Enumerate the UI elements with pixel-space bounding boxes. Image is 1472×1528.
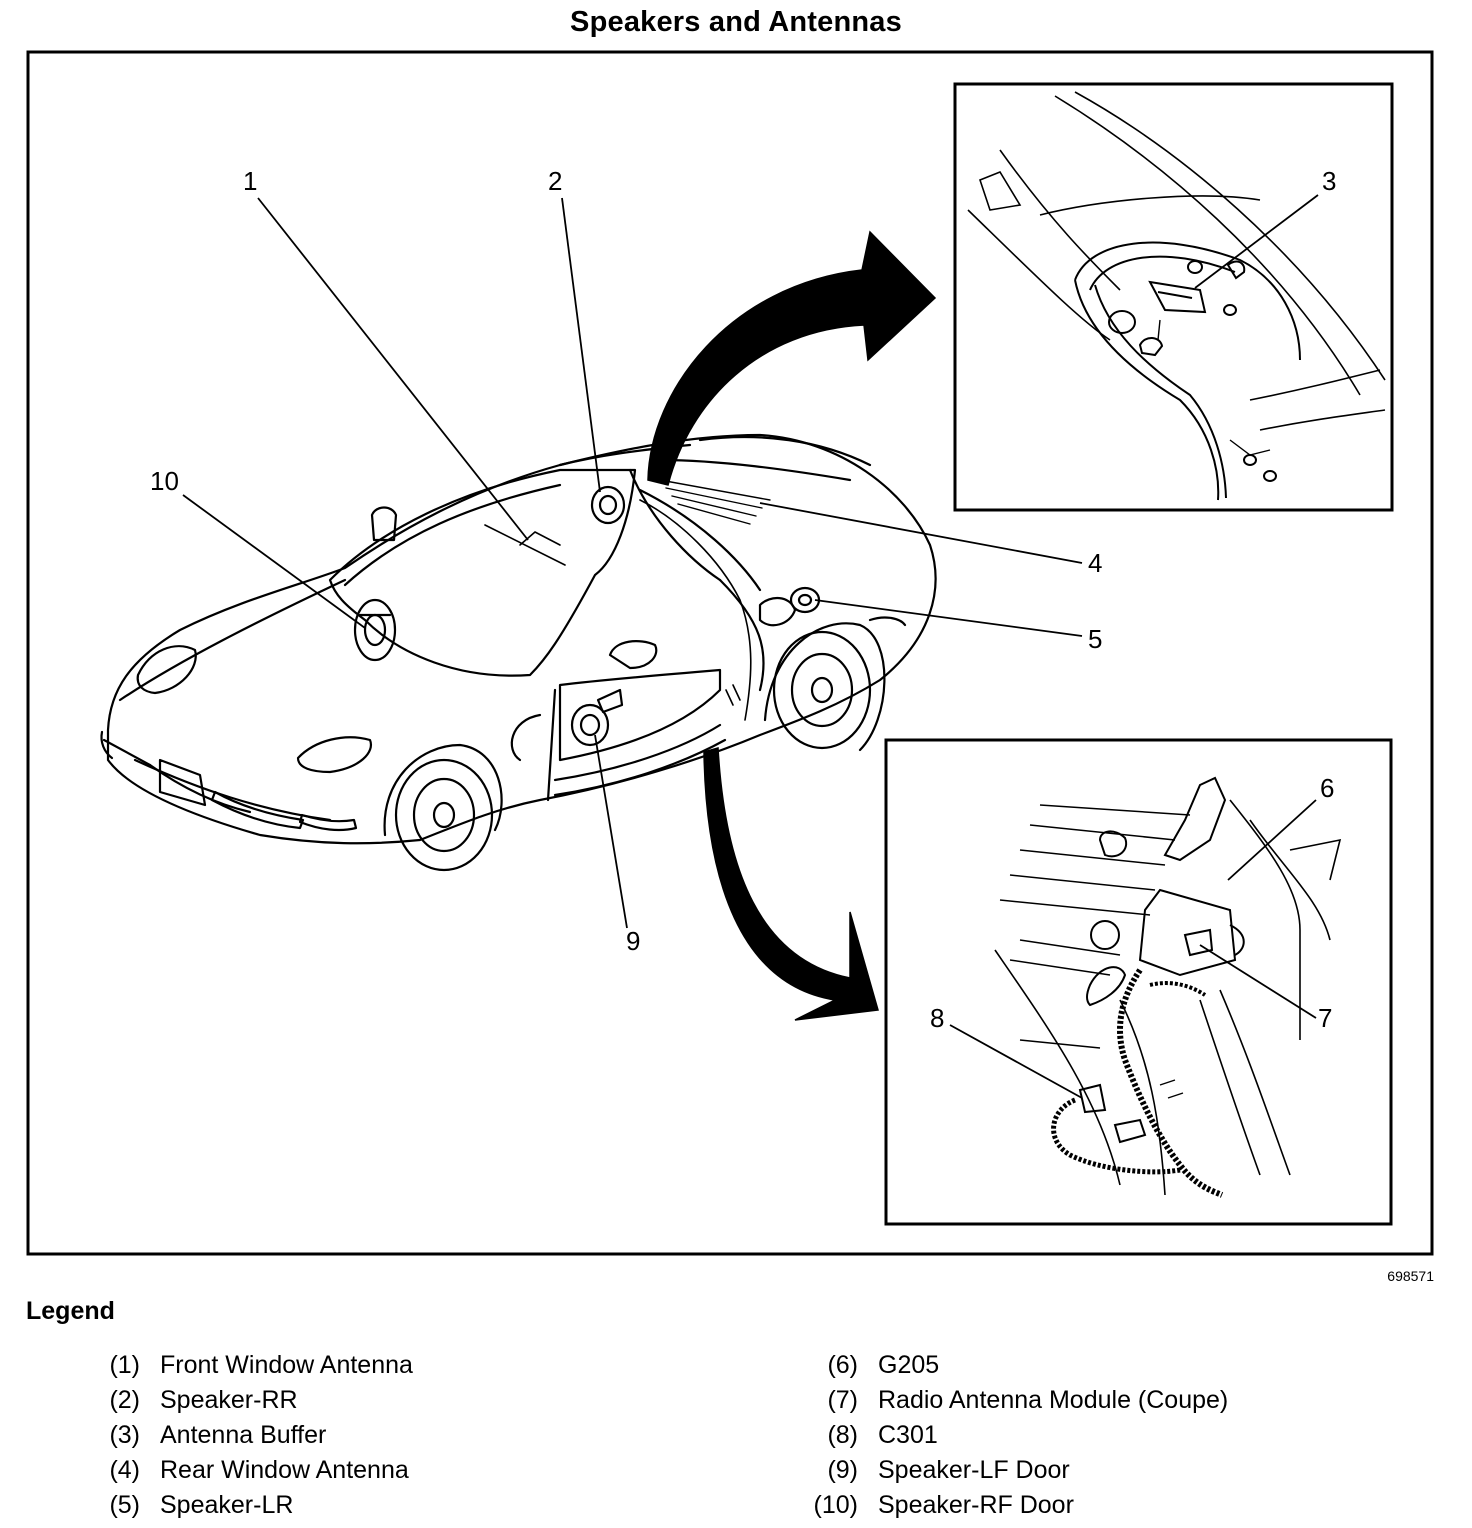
legend-number: (3): [109, 1421, 140, 1449]
curved-arrows: [647, 230, 937, 1021]
legend-number: (8): [827, 1421, 858, 1449]
callout-3: 3: [1322, 166, 1336, 196]
callout-1: 1: [243, 166, 257, 196]
diagram-figure: 1 2 3 4 5 6 7 8 9 10: [26, 50, 1434, 1256]
legend-label: Speaker-RR: [160, 1386, 298, 1414]
leader-lines: [182, 194, 1319, 1099]
legend-item: (9) Speaker-LF Door: [806, 1453, 1228, 1488]
callout-10: 10: [150, 466, 179, 496]
legend-label: Rear Window Antenna: [160, 1456, 409, 1484]
legend-number: (9): [827, 1456, 858, 1484]
legend-label: Radio Antenna Module (Coupe): [878, 1386, 1229, 1414]
legend-item: (4) Rear Window Antenna: [88, 1453, 413, 1488]
legend-label: C301: [878, 1421, 938, 1449]
legend-number: (4): [109, 1456, 140, 1484]
legend-item: (10) Speaker-RF Door: [806, 1488, 1228, 1523]
legend-label: Speaker-LF Door: [878, 1456, 1070, 1484]
legend-label: G205: [878, 1351, 940, 1379]
callout-4: 4: [1088, 548, 1102, 578]
legend-item: (6) G205: [806, 1348, 1228, 1383]
legend-item: (2) Speaker-RR: [88, 1383, 413, 1418]
callout-7: 7: [1318, 1003, 1332, 1033]
arrow-lower-icon: [703, 747, 879, 1021]
legend-number: (10): [813, 1491, 858, 1519]
callout-8: 8: [930, 1003, 944, 1033]
callout-6: 6: [1320, 773, 1334, 803]
legend-number: (2): [109, 1386, 140, 1414]
callout-5: 5: [1088, 624, 1102, 654]
figure-id: 698571: [1387, 1268, 1434, 1284]
legend-item: (1) Front Window Antenna: [88, 1348, 413, 1383]
legend-number: (1): [109, 1351, 140, 1379]
legend-label: Speaker-LR: [160, 1491, 294, 1519]
legend-label: Antenna Buffer: [160, 1421, 327, 1449]
legend-column-left: (1) Front Window Antenna (2) Speaker-RR (3…: [88, 1348, 413, 1523]
legend-item: (7) Radio Antenna Module (Coupe): [806, 1383, 1228, 1418]
callout-numbers: 1 2 3 4 5 6 7 8 9 10: [150, 166, 1336, 1033]
inset-antenna-module: [884, 738, 1393, 1226]
figure-frame: [26, 50, 1434, 1256]
legend-item: (5) Speaker-LR: [88, 1488, 413, 1523]
legend-label: Front Window Antenna: [160, 1351, 413, 1379]
legend-number: (6): [827, 1351, 858, 1379]
legend-number: (5): [109, 1491, 140, 1519]
legend-column-right: (6)G205 (7)Radio Antenna Module (Coupe) …: [806, 1348, 1229, 1523]
legend-item: (8) C301: [806, 1418, 1228, 1453]
legend-number: (7): [827, 1386, 858, 1414]
car-illustration: [100, 433, 937, 872]
inset-antenna-buffer: [953, 82, 1394, 512]
legend-item: (3) Antenna Buffer: [88, 1418, 413, 1453]
callout-2: 2: [548, 166, 562, 196]
diagram-title: Speakers and Antennas: [570, 6, 902, 38]
legend-heading: Legend: [26, 1297, 115, 1325]
callout-9: 9: [626, 926, 640, 956]
arrow-upper-icon: [647, 230, 937, 486]
legend-label: Speaker-RF Door: [878, 1491, 1074, 1519]
